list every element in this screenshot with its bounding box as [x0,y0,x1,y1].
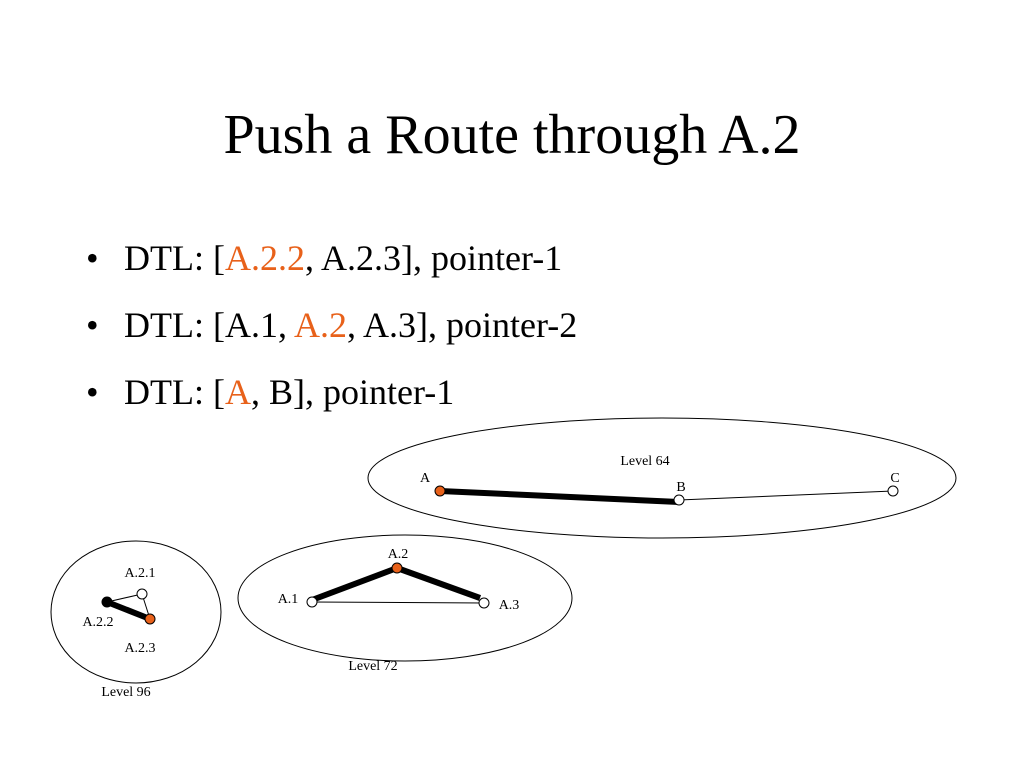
level-96-group: A.2.1 A.2.2 A.2.3 Level 96 [50,540,222,700]
node-c [887,485,899,497]
bullet-highlight: A.2.2 [224,238,305,278]
link-b-c [678,490,894,501]
node-a21-label: A.2.1 [124,566,155,581]
link-a2-a3-active [395,565,482,601]
node-a23 [144,613,156,625]
bullet-highlight: A.2 [293,305,347,345]
bullet-text-prefix: DTL: [ [124,372,225,412]
level-96-ellipse [50,540,222,684]
node-a1-label: A.1 [278,592,299,607]
bullet-dot-icon: • [86,238,99,278]
bullet-item: • DTL: [A, B], pointer-1 [86,364,577,431]
node-a2 [391,562,403,574]
level-64-label: Level 64 [620,454,669,469]
level-72-ellipse [237,534,573,662]
link-a1-a3 [311,601,485,604]
bullet-text-suffix: , A.2.3], pointer-1 [304,238,563,278]
level-64-ellipse [367,417,957,539]
slide-title: Push a Route through A.2 [223,104,801,166]
level-72-group: A.1 A.2 A.3 Level 72 [237,534,573,674]
node-a23-label: A.2.3 [124,641,155,656]
bullet-text-suffix: , A.3], pointer-2 [346,305,578,345]
bullet-item: • DTL: [A.2.2, A.2.3], pointer-1 [86,230,577,297]
bullet-item: • DTL: [A.1, A.2, A.3], pointer-2 [86,297,577,364]
bullet-dot-icon: • [86,372,99,412]
link-a1-a2-active [310,565,399,603]
bullet-list: •DTL: [A.2.2, A.2.3], pointer-1 •DTL: [A… [86,230,577,431]
bullet-dot-icon: • [86,305,99,345]
node-a1 [306,596,318,608]
bullet-highlight: A [224,372,251,412]
node-a [434,485,446,497]
node-a3 [478,597,490,609]
node-b-label: B [676,480,685,495]
level-72-label: Level 72 [348,659,397,674]
link-a22-a21 [106,593,143,603]
node-a-label: A [420,471,431,486]
node-a3-label: A.3 [499,598,520,613]
node-b [673,494,685,506]
node-a2-label: A.2 [388,547,409,562]
bullet-text-suffix: , B], pointer-1 [250,372,455,412]
link-a22-a23-active [105,599,152,622]
node-a21 [136,588,148,600]
node-a22-label: A.2.2 [82,615,113,630]
link-a-b-active [439,488,680,505]
bullet-text-prefix: DTL: [A.1, [124,305,294,345]
level-64-group: Level 64 A B C [367,417,957,539]
bullet-text-prefix: DTL: [ [124,238,225,278]
level-96-label: Level 96 [101,685,150,700]
node-c-label: C [890,471,899,486]
node-a22 [101,596,113,608]
